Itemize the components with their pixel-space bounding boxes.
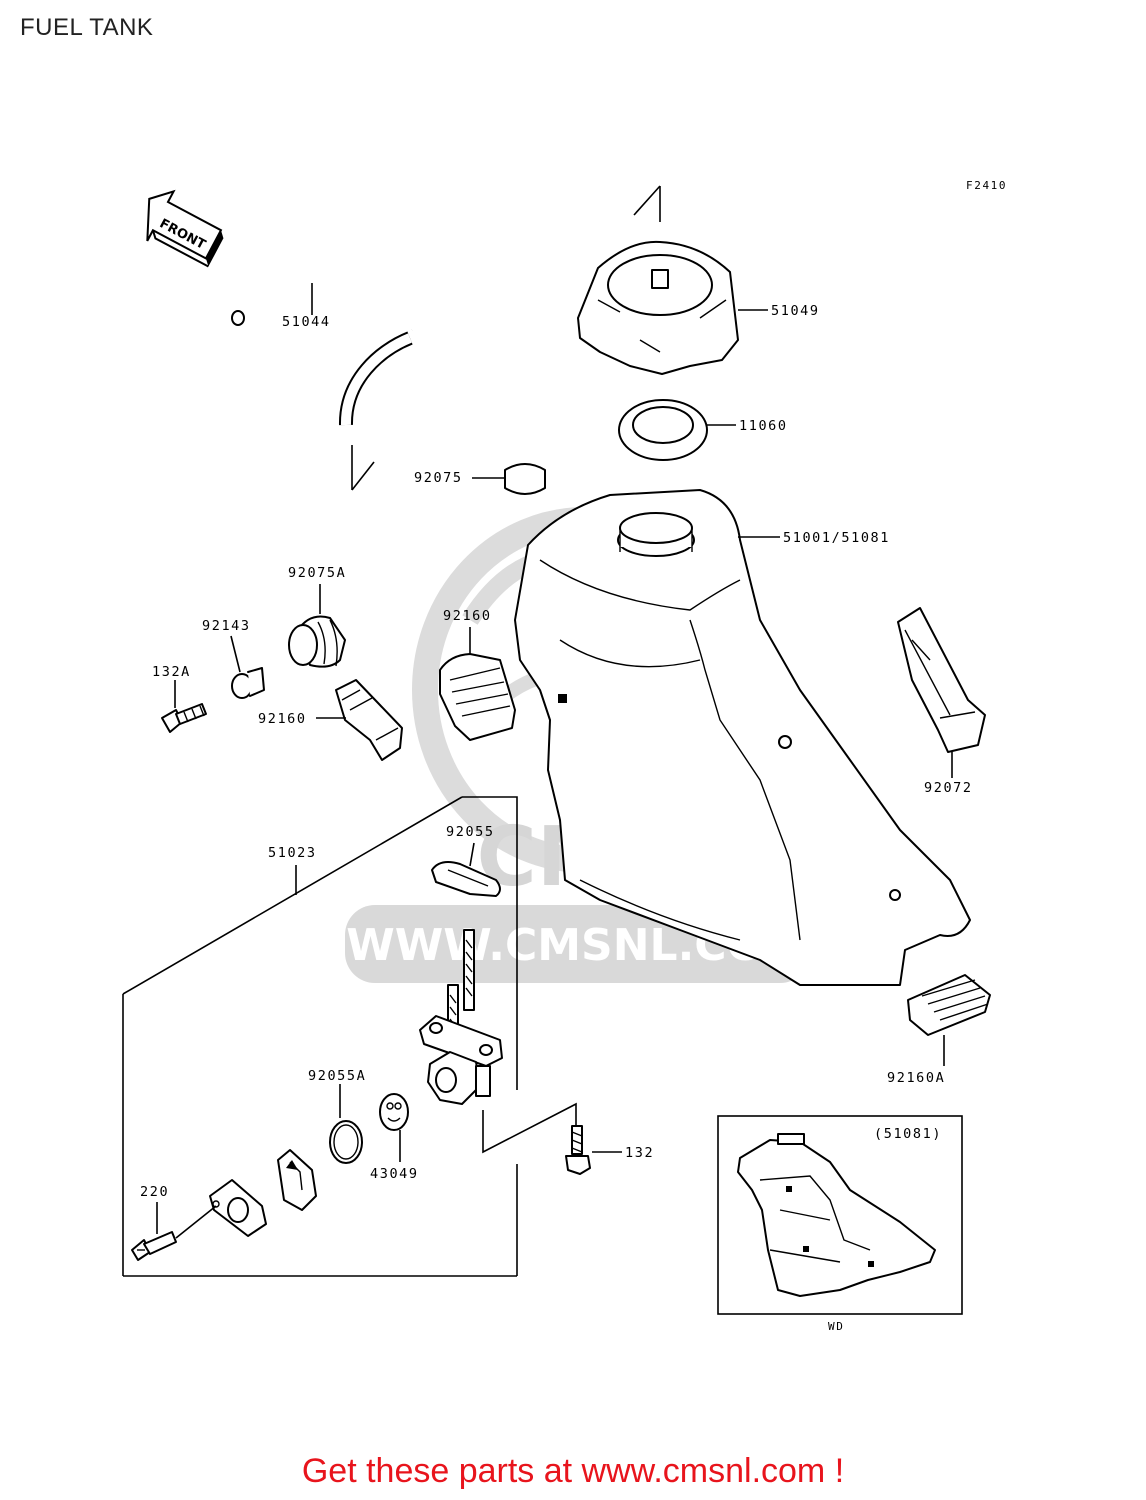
damper-rubber	[288, 615, 346, 668]
label-92160A: 92160A	[887, 1070, 945, 1086]
label-92143: 92143	[202, 618, 251, 634]
front-arrow-icon: FRONT	[146, 189, 224, 268]
inset-box	[717, 1115, 963, 1315]
cock-plate	[209, 1179, 267, 1237]
cap-gasket	[618, 399, 708, 461]
label-51049: 51049	[771, 303, 820, 319]
label-132A: 132A	[152, 664, 191, 680]
label-132: 132	[625, 1145, 654, 1161]
fuel-cap	[577, 185, 739, 375]
pad-92160a	[907, 974, 991, 1036]
breather-cap	[504, 463, 546, 495]
bolt-132a	[161, 703, 207, 733]
label-92160-left: 92160	[258, 711, 307, 727]
label-92075A: 92075A	[288, 565, 346, 581]
fuel-tank	[514, 489, 971, 986]
label-92055: 92055	[446, 824, 495, 840]
label-92055A: 92055A	[308, 1068, 366, 1084]
label-92160-right: 92160	[443, 608, 492, 624]
fuel-cock	[419, 929, 503, 1105]
collar	[231, 667, 265, 699]
pad-right	[439, 653, 516, 741]
label-11060: 11060	[739, 418, 788, 434]
fuel-hose	[231, 229, 464, 491]
label-92075: 92075	[414, 470, 463, 486]
fuel-cock-box	[122, 796, 577, 1277]
o-ring	[329, 1120, 363, 1164]
cock-gasket	[431, 861, 501, 897]
tank-strap	[897, 607, 986, 753]
inset-caption: WD	[828, 1320, 844, 1333]
label-51044: 51044	[282, 314, 331, 330]
bolt-132	[565, 1125, 591, 1175]
inset-label: (51081)	[874, 1126, 942, 1142]
screw-220	[131, 1205, 217, 1261]
page-title: FUEL TANK	[20, 14, 154, 41]
label-92072: 92072	[924, 780, 973, 796]
fuel-cock-lever	[277, 1149, 317, 1211]
label-220: 220	[140, 1184, 169, 1200]
label-51023: 51023	[268, 845, 317, 861]
footer-promo[interactable]: Get these parts at www.cmsnl.com !	[301, 1452, 845, 1490]
label-43049: 43049	[370, 1166, 419, 1182]
lever-gasket	[379, 1093, 409, 1131]
label-51001-51081: 51001/51081	[783, 530, 890, 546]
figure-code: F2410	[966, 179, 1007, 192]
pad-left	[335, 679, 403, 761]
